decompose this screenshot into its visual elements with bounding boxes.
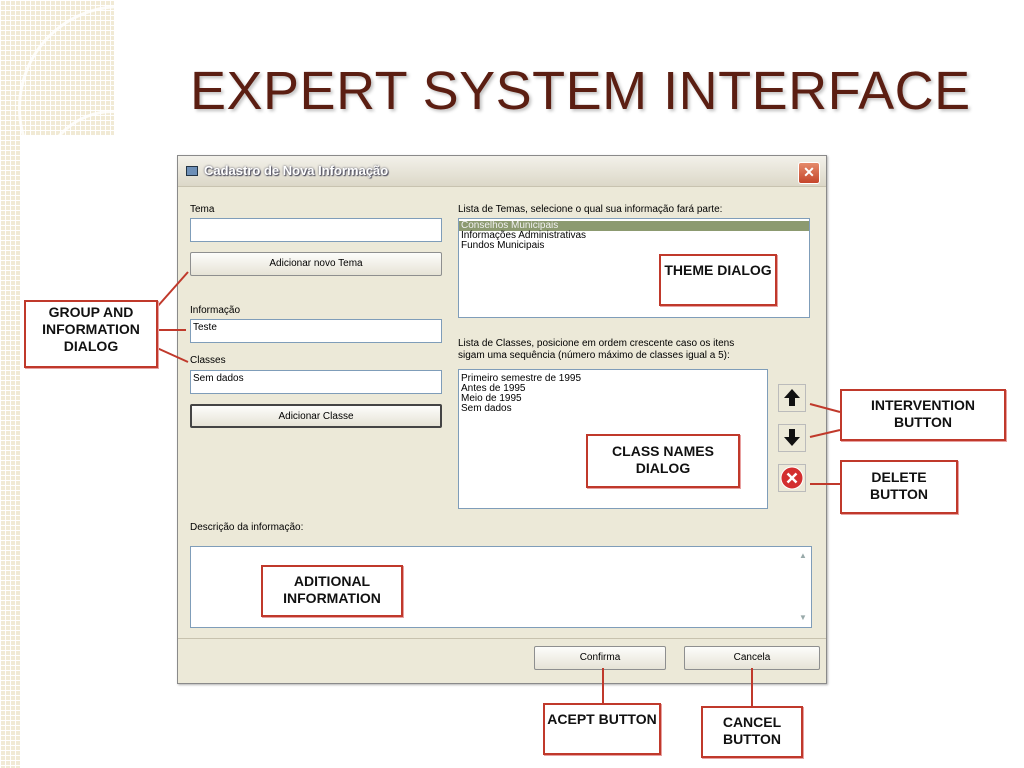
description-label: Descrição da informação: — [190, 522, 304, 533]
classes-list-label-line1: Lista de Classes, posicione em ordem cre… — [458, 338, 735, 349]
scroll-up-icon[interactable]: ▲ — [799, 551, 807, 560]
annotation-aditional: ADITIONAL INFORMATION — [261, 565, 403, 617]
annotation-class-names: CLASS NAMES DIALOG — [586, 434, 740, 488]
background-grid-strip — [0, 0, 20, 768]
annotation-acept: ACEPT BUTTON — [543, 703, 661, 755]
window-title: Cadastro de Nova Informação — [204, 163, 389, 178]
slide-title: EXPERT SYSTEM INTERFACE — [190, 61, 971, 121]
move-up-button[interactable] — [778, 384, 806, 412]
delete-button[interactable] — [778, 464, 806, 492]
annotation-delete: DELETE BUTTON — [840, 460, 958, 514]
theme-item[interactable]: Fundos Municipais — [461, 240, 545, 251]
classes-label: Classes — [190, 355, 226, 366]
annotation-group-info: GROUP AND INFORMATION DIALOG — [24, 300, 158, 368]
add-tema-button[interactable]: Adicionar novo Tema — [190, 252, 442, 276]
annotation-cancel: CANCEL BUTTON — [701, 706, 803, 758]
close-button[interactable]: ✕ — [798, 162, 820, 184]
tema-input[interactable] — [190, 218, 442, 242]
classes-list-label-line2: sigam uma sequência (número máximo de cl… — [458, 350, 730, 361]
scroll-down-icon[interactable]: ▼ — [799, 613, 807, 622]
arrow-down-icon — [784, 429, 800, 446]
move-down-button[interactable] — [778, 424, 806, 452]
informacao-input[interactable]: Teste — [190, 319, 442, 343]
class-item[interactable]: Meio de 1995 — [461, 393, 522, 404]
themes-label: Lista de Temas, selecione o qual sua inf… — [458, 204, 723, 215]
annotation-theme: THEME DIALOG — [659, 254, 777, 306]
footer-divider — [178, 638, 826, 639]
window-icon — [186, 166, 198, 176]
arrow-up-icon — [784, 389, 800, 406]
tema-label: Tema — [190, 204, 215, 215]
class-item[interactable]: Antes de 1995 — [461, 383, 526, 394]
informacao-label: Informação — [190, 305, 241, 316]
window-titlebar[interactable]: Cadastro de Nova Informação ✕ — [178, 156, 826, 187]
class-item[interactable]: Sem dados — [461, 403, 512, 414]
confirm-button[interactable]: Confirma — [534, 646, 666, 670]
delete-x-icon — [780, 466, 804, 490]
theme-item[interactable]: Conselhos Municipais — [459, 221, 809, 231]
classes-input[interactable]: Sem dados — [190, 370, 442, 394]
theme-item[interactable]: Informações Administrativas — [461, 230, 587, 241]
background-grid-corner — [0, 0, 114, 135]
add-classe-button[interactable]: Adicionar Classe — [190, 404, 442, 428]
class-item[interactable]: Primeiro semestre de 1995 — [461, 373, 582, 384]
annotation-intervention: INTERVENTION BUTTON — [840, 389, 1006, 441]
cancel-button[interactable]: Cancela — [684, 646, 820, 670]
